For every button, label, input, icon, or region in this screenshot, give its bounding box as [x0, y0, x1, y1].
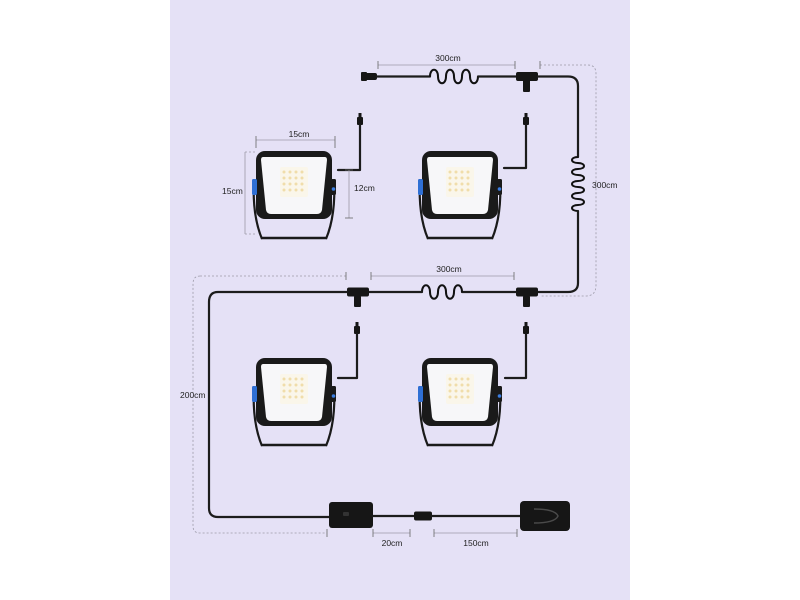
light-width-label: 15cm: [289, 129, 310, 139]
light-height-label: 15cm: [222, 186, 243, 196]
light-depth-label: 12cm: [354, 183, 375, 193]
top-cable-run: [361, 68, 585, 294]
control-box: [329, 502, 373, 528]
background-panel: [170, 0, 630, 600]
right-cable-length-label: 300cm: [592, 180, 618, 190]
top-coil-length-label: 300cm: [435, 53, 461, 63]
inline-connector: [414, 511, 432, 521]
t-connector-middle-right: [516, 287, 538, 297]
coiled-cable-right: [571, 156, 585, 212]
dimension-guides: [192, 61, 597, 537]
adapter-cable-length-label: 150cm: [463, 538, 489, 548]
led-flood-light-4: [416, 356, 504, 448]
led-flood-light-1: [250, 149, 338, 241]
led-flood-light-2: [416, 149, 504, 241]
middle-coil-length-label: 300cm: [436, 264, 462, 274]
coiled-cable-middle: [421, 284, 463, 300]
light-drop-cables: [336, 113, 529, 380]
coiled-cable-top: [429, 68, 479, 85]
t-connector-middle-left: [347, 287, 369, 297]
left-cable-length-label: 200cm: [180, 390, 206, 400]
led-flood-light-3: [250, 356, 338, 448]
power-adapter: [520, 501, 570, 531]
power-section: [329, 501, 570, 531]
controller-lead-length-label: 20cm: [382, 538, 403, 548]
middle-cable-run: [207, 284, 538, 519]
t-connector-top: [516, 72, 538, 81]
